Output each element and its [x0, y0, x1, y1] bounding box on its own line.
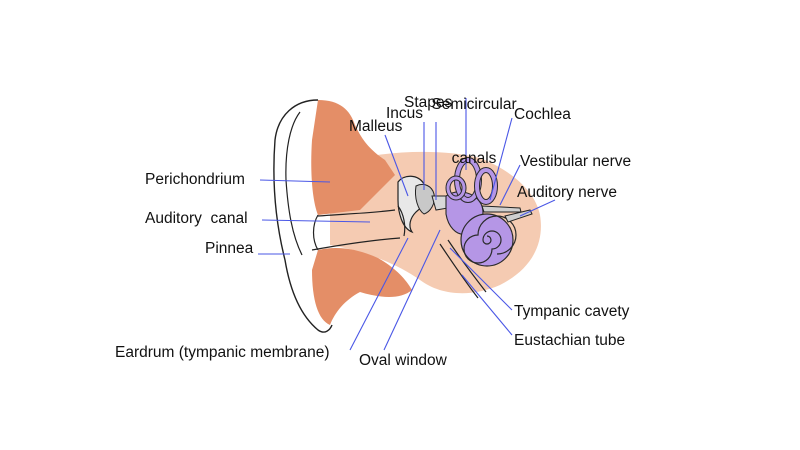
- leader-malleus: [384, 134, 409, 197]
- auditory-canal-label: Auditory canal: [145, 210, 248, 227]
- leader-auditory-canal: [261, 219, 371, 223]
- semicircular-canals-label-line2: canals: [451, 150, 497, 167]
- eustachian-tube-label: Eustachian tube: [514, 332, 626, 349]
- tragus-outline: [312, 214, 319, 251]
- semicircular-canal-3-fill: [446, 176, 466, 200]
- pinna-outline: [273, 99, 333, 333]
- tympanic-cavety-label: Tympanic cavety: [514, 303, 630, 320]
- semicircular-canal-2-fill: [475, 168, 497, 204]
- leader-tympanic: [449, 247, 513, 311]
- earlobe-skin: [312, 247, 412, 325]
- eustachian-tube-shape: [439, 239, 487, 299]
- stapes-label: Stapes: [404, 94, 453, 111]
- leader-eardrum: [349, 237, 409, 351]
- auditory-nerve-label: Auditory nerve: [517, 184, 617, 201]
- leader-vestibular: [499, 164, 521, 206]
- leader-cochlea: [489, 117, 513, 201]
- leader-eustachian: [461, 274, 513, 336]
- pinnea-label: Pinnea: [205, 240, 254, 257]
- canal-bottom: [311, 237, 401, 251]
- leader-perichondrium: [259, 179, 331, 183]
- leader-lines: [258, 98, 556, 351]
- canal-top: [317, 209, 396, 217]
- incus-label: Incus: [386, 105, 424, 122]
- leader-auditory-nerve: [519, 199, 556, 217]
- incus-shape: [415, 183, 435, 215]
- outer-ear-skin: [311, 100, 395, 215]
- eardrum-shape: [397, 205, 406, 237]
- vestibular-nerve-label: Vestibular nerve: [520, 153, 632, 170]
- semicircular-canals-label: Semicircular canals: [420, 60, 528, 204]
- cochlea-shape: [460, 213, 514, 267]
- helix-inner: [285, 111, 303, 256]
- leader-oval-window: [383, 229, 441, 351]
- cochlea-label: Cochlea: [514, 106, 571, 123]
- malleus-label: Malleus: [349, 118, 403, 135]
- semicircular-canals-label-line1: Semicircular: [431, 96, 517, 113]
- perichondrium-label: Perichondrium: [145, 171, 245, 188]
- eardrum-label: Eardrum (tympanic membrane): [115, 344, 330, 361]
- oval-window-label: Oval window: [359, 352, 447, 369]
